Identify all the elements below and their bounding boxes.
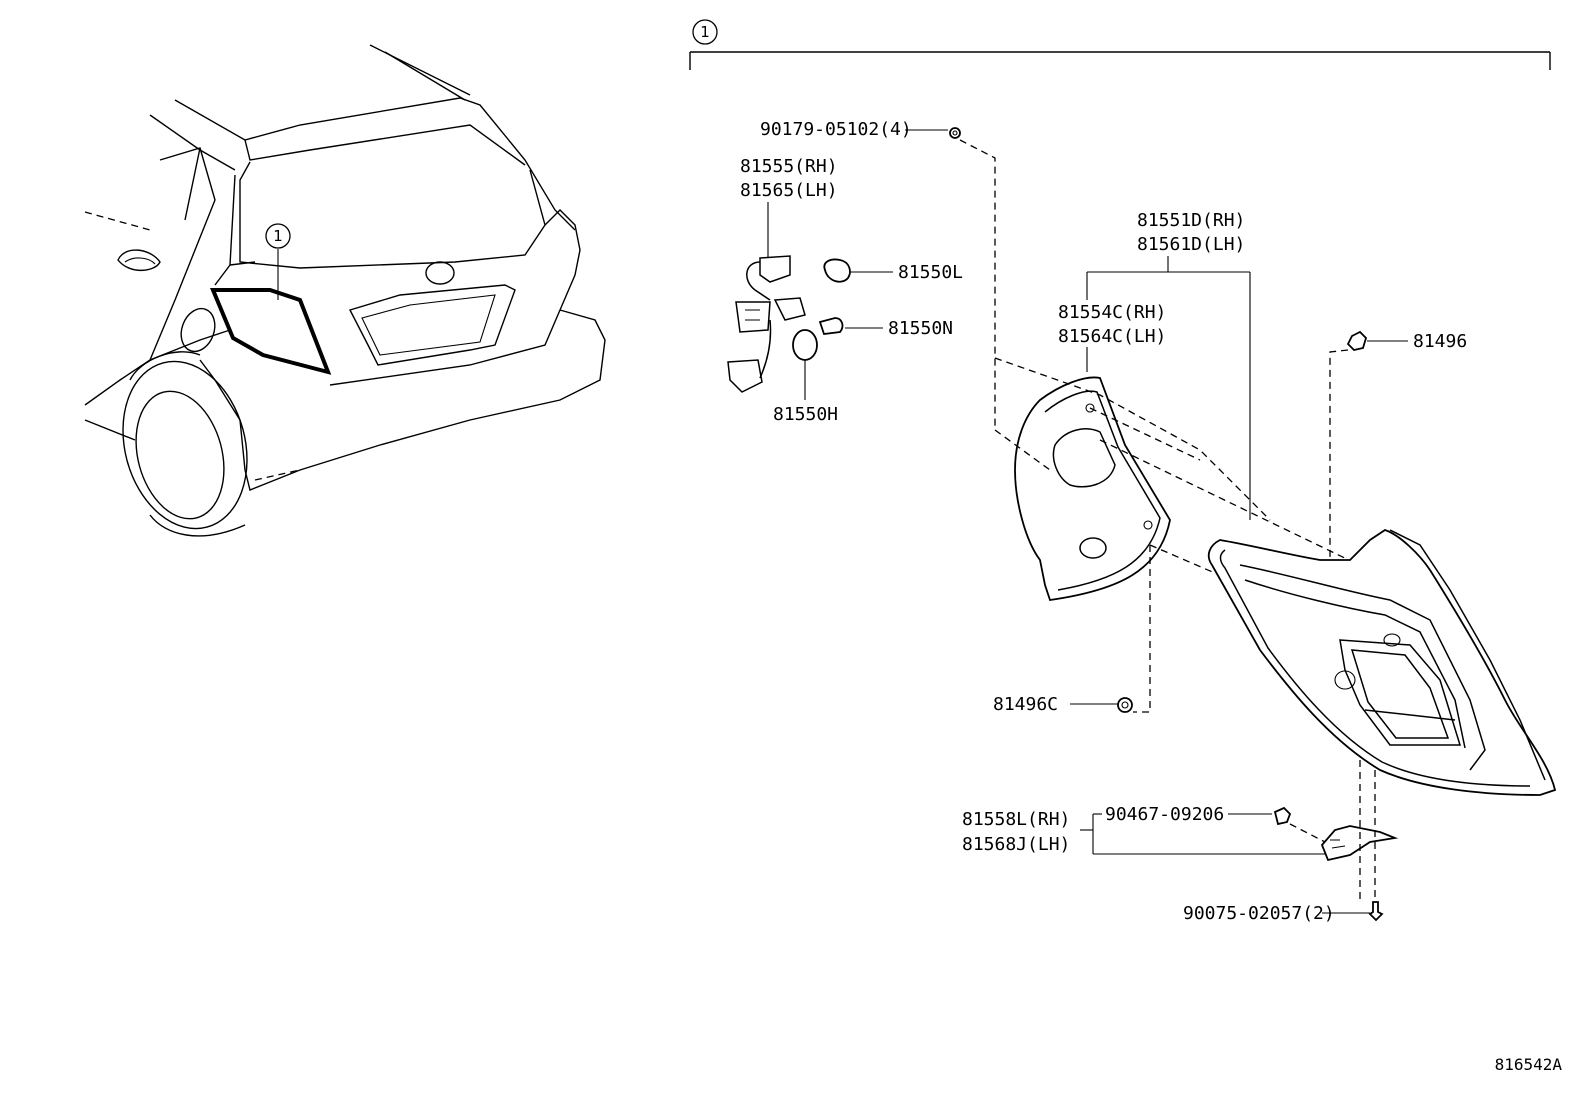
part-81550N-bulb[interactable]: 81550N [818, 317, 953, 339]
svg-text:81558L(RH): 81558L(RH) [962, 809, 1070, 830]
part-90075-02057-screw[interactable]: 90075-02057(2) [1183, 901, 1384, 924]
assembly-bracket: 1 [689, 19, 1551, 70]
part-81554C-81564C-gasket[interactable]: 81554C(RH) 81564C(LH) [1014, 302, 1171, 601]
svg-text:81555(RH): 81555(RH) [740, 156, 838, 177]
figure-id: 816542A [1495, 1055, 1563, 1074]
part-81550L-bulb[interactable]: 81550L [823, 258, 963, 283]
svg-text:90075-02057(2): 90075-02057(2) [1183, 903, 1335, 924]
tail-lamp-highlight [210, 288, 332, 375]
part-81555-81565-socket-wire[interactable]: 81555(RH) 81565(LH) [727, 156, 838, 393]
part-81551D-81561D-label[interactable]: 81551D(RH) 81561D(LH) [1086, 210, 1251, 520]
tail-lamp-assembly [1207, 529, 1557, 796]
svg-text:1: 1 [273, 227, 283, 245]
part-81496C-nut[interactable]: 81496C [993, 694, 1133, 715]
svg-text:81565(LH): 81565(LH) [740, 180, 838, 201]
svg-text:90179-05102(4): 90179-05102(4) [760, 119, 912, 140]
part-81550H-bulb[interactable]: 81550H [773, 329, 838, 425]
car-callout-1: 1 [265, 223, 291, 249]
svg-text:90467-09206: 90467-09206 [1105, 804, 1224, 825]
svg-text:1: 1 [700, 23, 710, 41]
svg-text:81496C: 81496C [993, 694, 1058, 715]
svg-text:81496: 81496 [1413, 331, 1467, 352]
svg-text:81550H: 81550H [773, 404, 838, 425]
svg-text:81550N: 81550N [888, 318, 953, 339]
svg-text:81554C(RH): 81554C(RH) [1058, 302, 1166, 323]
vehicle-rear-view: 1 [84, 44, 606, 537]
svg-text:81551D(RH): 81551D(RH) [1137, 210, 1245, 231]
part-81558L-81568J-bracket[interactable]: 81558L(RH) 81568J(LH) [962, 809, 1399, 862]
svg-text:81550L: 81550L [898, 262, 963, 283]
svg-text:81561D(LH): 81561D(LH) [1137, 234, 1245, 255]
part-81496-screw[interactable]: 81496 [1346, 330, 1467, 352]
part-90179-05102[interactable]: 90179-05102(4) [760, 119, 961, 140]
svg-text:81568J(LH): 81568J(LH) [962, 834, 1070, 855]
part-90467-09206-bolt[interactable]: 90467-09206 [1105, 804, 1292, 826]
svg-text:81564C(LH): 81564C(LH) [1058, 326, 1166, 347]
